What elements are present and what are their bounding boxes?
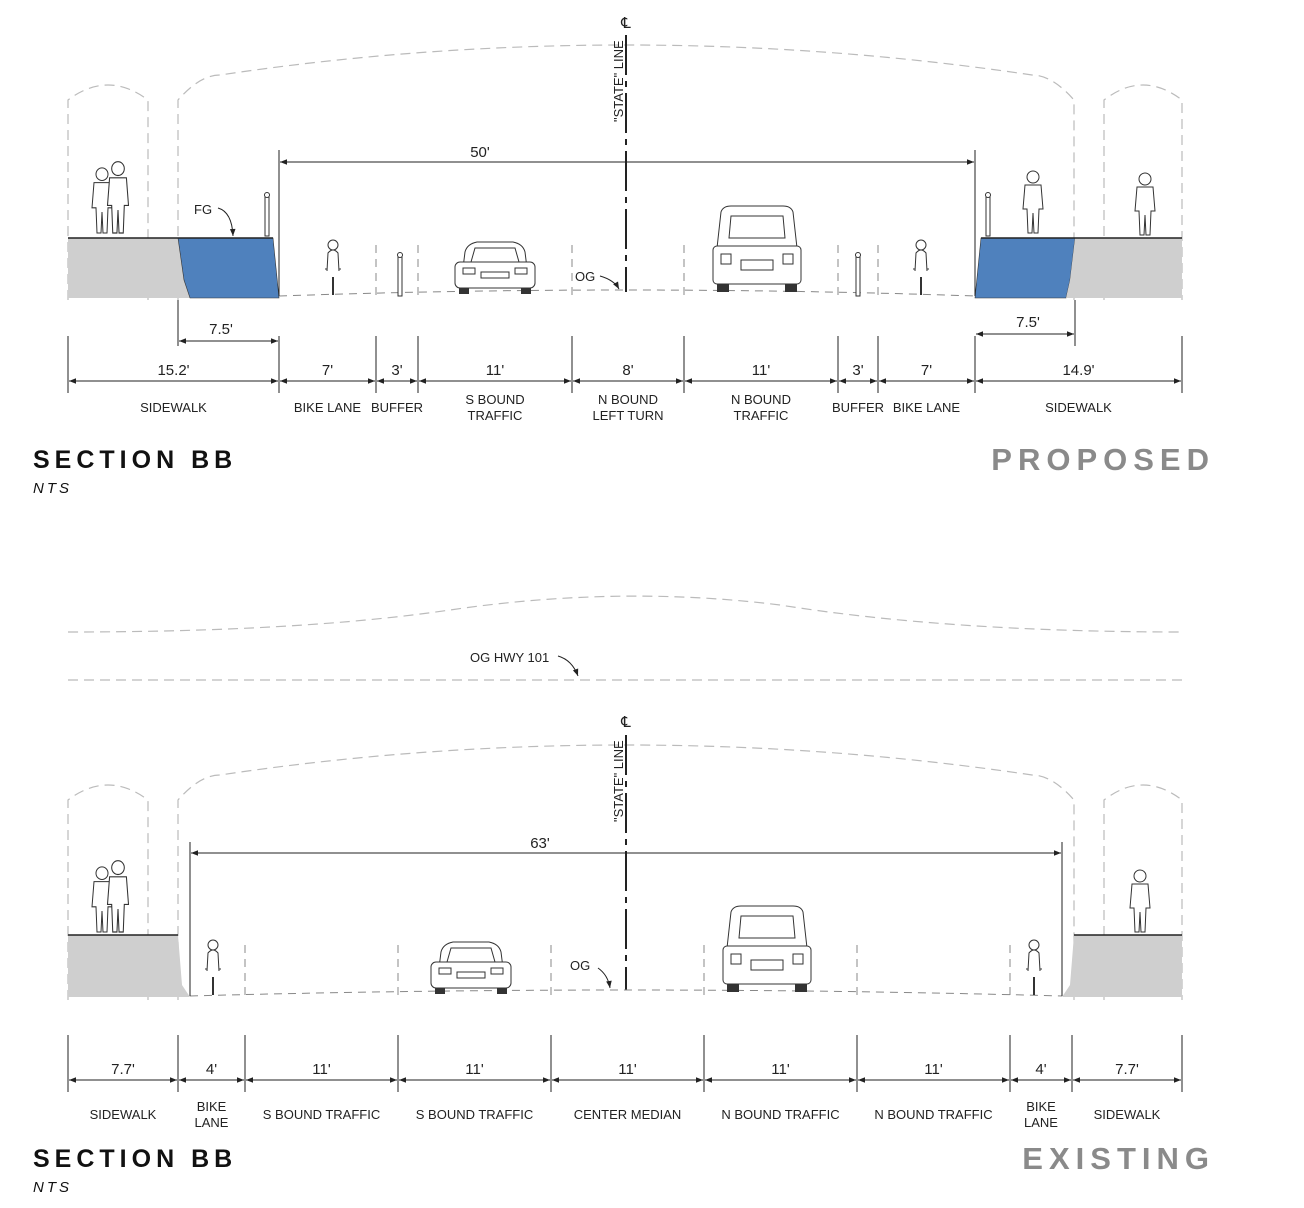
lane-width-dimension: 11' xyxy=(771,1061,790,1078)
lane-label: SIDEWALK xyxy=(1045,400,1112,415)
lane-label: SIDEWALK xyxy=(1094,1107,1161,1122)
suv-icon xyxy=(722,905,812,993)
lane-label: BUFFER xyxy=(371,400,423,415)
car-icon xyxy=(430,941,512,995)
original-grade-line xyxy=(189,989,1063,997)
lane-label: CENTER MEDIAN xyxy=(574,1107,682,1122)
bollard-icon xyxy=(264,192,270,237)
lane-label: TRAFFIC xyxy=(734,408,789,423)
lane-label: N BOUND xyxy=(598,392,658,407)
lane-label: BUFFER xyxy=(832,400,884,415)
section-scale-note: NTS xyxy=(33,1179,72,1196)
og-hwy-101-label: OG HWY 101 xyxy=(470,650,549,665)
lane-label: S BOUND TRAFFIC xyxy=(416,1107,534,1122)
lane-label: N BOUND TRAFFIC xyxy=(874,1107,992,1122)
left-fill-width-dimension: 7.5' xyxy=(209,321,233,338)
pedestrians-icon xyxy=(92,162,129,233)
cyclist-icon xyxy=(324,239,342,296)
lane-width-dimension: 11' xyxy=(486,362,505,379)
lane-width-dimension: 11' xyxy=(312,1061,331,1078)
lane-width-dimension: 11' xyxy=(465,1061,484,1078)
left-sidewalk-fill xyxy=(68,935,190,997)
lane-label: BIKE xyxy=(1026,1099,1056,1114)
pedestrian-icon xyxy=(1022,170,1044,234)
lane-label: LEFT TURN xyxy=(592,408,663,423)
cyclist-icon xyxy=(1025,939,1043,996)
original-grade-line xyxy=(278,289,976,297)
lane-label: BIKE LANE xyxy=(893,400,961,415)
centerline-symbol: ℄ xyxy=(620,15,631,32)
lane-label: SIDEWALK xyxy=(90,1107,157,1122)
bollard-icon xyxy=(985,192,991,237)
og-hwy-101-profile xyxy=(67,595,1183,633)
left-sidewalk-fill-grade xyxy=(177,237,280,299)
bollard-icon xyxy=(855,252,861,297)
right-fill-width-dimension: 7.5' xyxy=(1016,314,1040,331)
lane-label: S BOUND xyxy=(465,392,524,407)
lane-width-dimension: 4' xyxy=(206,1061,217,1078)
pedestrians-icon xyxy=(92,861,129,932)
state-line-label: "STATE" LINE xyxy=(611,40,626,122)
existing-section: OG HWY 101 ℄ "STATE" LINE OG 63' 7.7' SID… xyxy=(33,595,1215,1196)
section-status-label: PROPOSED xyxy=(991,442,1215,477)
lane-label: N BOUND xyxy=(731,392,791,407)
total-width-dimension: 50' xyxy=(470,144,490,161)
car-icon xyxy=(454,241,536,295)
section-title: SECTION BB xyxy=(33,446,237,474)
bollard-icon xyxy=(397,252,403,297)
lane-width-dimension: 11' xyxy=(618,1061,637,1078)
lane-label: LANE xyxy=(1024,1115,1058,1130)
suv-icon xyxy=(712,205,802,293)
lane-label: BIKE xyxy=(197,1099,227,1114)
lane-width-dimension: 7.7' xyxy=(111,1061,135,1078)
lane-label: LANE xyxy=(195,1115,229,1130)
pedestrian-with-stroller-icon xyxy=(1129,869,1151,933)
lane-width-dimension: 8' xyxy=(622,362,633,379)
pedestrian-with-stroller-icon xyxy=(1134,172,1156,236)
lane-label: S BOUND TRAFFIC xyxy=(263,1107,381,1122)
right-sidewalk-fill-grade xyxy=(974,237,1076,299)
lane-label: BIKE LANE xyxy=(294,400,362,415)
og-label: OG xyxy=(570,958,590,973)
og-label: OG xyxy=(575,269,595,284)
lane-width-dimension: 7.7' xyxy=(1115,1061,1139,1078)
cyclist-icon xyxy=(204,939,222,996)
section-scale-note: NTS xyxy=(33,480,72,497)
section-status-label: EXISTING xyxy=(1022,1141,1215,1176)
lane-lines xyxy=(244,945,1011,995)
lane-label: SIDEWALK xyxy=(140,400,207,415)
lane-width-dimension: 3' xyxy=(391,362,402,379)
lane-label: N BOUND TRAFFIC xyxy=(721,1107,839,1122)
right-sidewalk-existing-fill xyxy=(1066,238,1182,298)
section-title: SECTION BB xyxy=(33,1145,237,1173)
lane-label: TRAFFIC xyxy=(468,408,523,423)
lane-width-dimension: 4' xyxy=(1035,1061,1046,1078)
lane-width-dimension: 11' xyxy=(752,362,771,379)
right-sidewalk-fill xyxy=(1062,935,1182,997)
centerline-symbol: ℄ xyxy=(620,714,631,731)
proposed-section: ℄ "STATE" LINE FG OG xyxy=(33,15,1215,497)
lane-width-dimension: 14.9' xyxy=(1062,362,1094,379)
lane-width-dimension: 7' xyxy=(322,362,333,379)
lane-width-dimension: 7' xyxy=(921,362,932,379)
state-line-label: "STATE" LINE xyxy=(611,740,626,822)
total-width-dimension: 63' xyxy=(530,835,550,852)
cyclist-icon xyxy=(912,239,930,296)
lane-width-dimension: 15.2' xyxy=(157,362,189,379)
lane-width-dimension: 11' xyxy=(924,1061,943,1078)
fg-label: FG xyxy=(194,202,212,217)
lane-width-dimension: 3' xyxy=(852,362,863,379)
left-sidewalk-existing-fill xyxy=(68,238,190,298)
